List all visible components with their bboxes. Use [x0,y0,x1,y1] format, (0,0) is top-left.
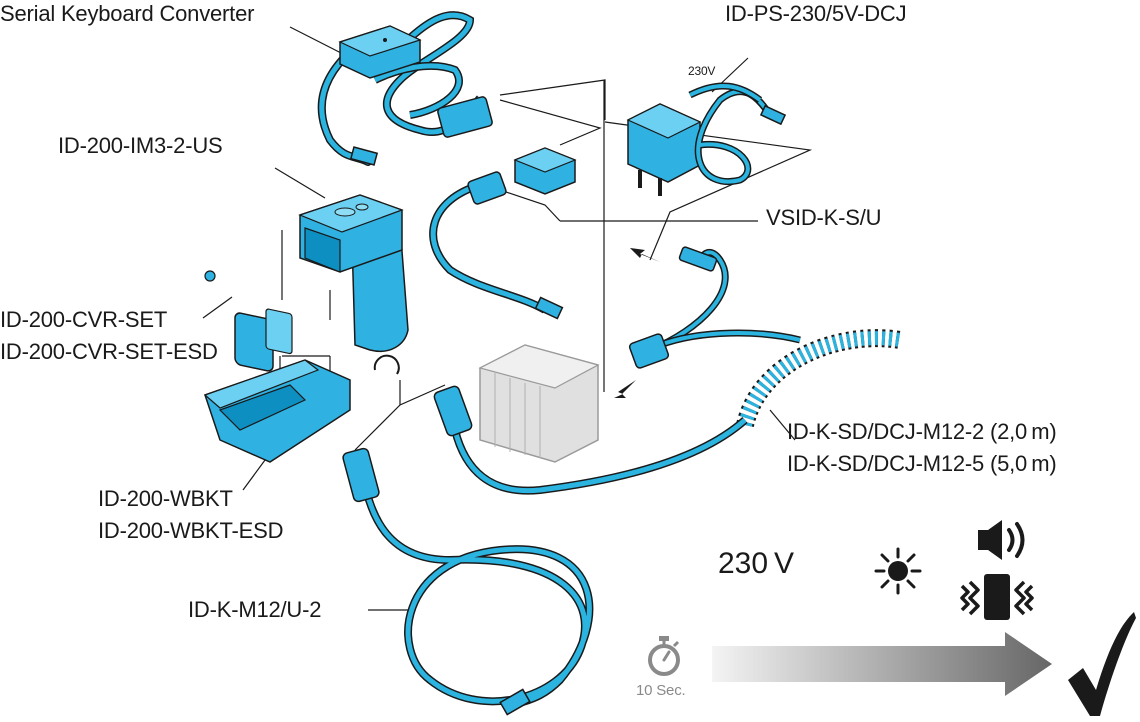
cover-set [204,270,293,372]
plc-module [478,344,600,463]
label-cover-set-esd: ID-200-CVR-SET-ESD [0,339,218,364]
vsid-adapter [429,147,577,320]
label-wall-bracket-esd: ID-200-WBKT-ESD [98,518,284,543]
usb-cable [342,447,594,716]
serial-keyboard-converter [317,11,493,166]
label-coil-cable-5m: ID-K-SD/DCJ-M12-5 (5,0 m) [787,451,1057,476]
progress-arrow [712,632,1052,696]
label-wall-bracket: ID-200-WBKT [98,486,233,511]
voltage-readout: 230 V [718,547,795,580]
direction-arrows [614,248,660,398]
wall-bracket [203,359,351,463]
label-scanner: ID-200-IM3-2-US [58,133,223,158]
coiled-cable [433,246,902,495]
label-serial-keyboard-converter: Serial Keyboard Converter [0,1,255,26]
timer-readout: 10 Sec. [636,682,686,699]
vibration-icon [960,574,1034,620]
label-power-supply: ID-PS-230/5V-DCJ [725,1,907,26]
checkmark-icon [1068,612,1136,716]
label-voltage-tag: 230V [688,64,716,78]
label-cable-adapter: VSID-K-S/U [766,205,882,230]
power-supply [626,82,787,196]
barcode-scanner [298,194,409,375]
label-usb-cable: ID-K-M12/U-2 [188,597,322,622]
label-coil-cable-2m: ID-K-SD/DCJ-M12-2 (2,0 m) [787,419,1057,444]
speaker-icon [978,520,1025,560]
sun-icon [874,547,922,595]
stopwatch-icon [648,636,680,676]
leader-lines [202,26,813,611]
label-cover-set: ID-200-CVR-SET [0,307,168,332]
